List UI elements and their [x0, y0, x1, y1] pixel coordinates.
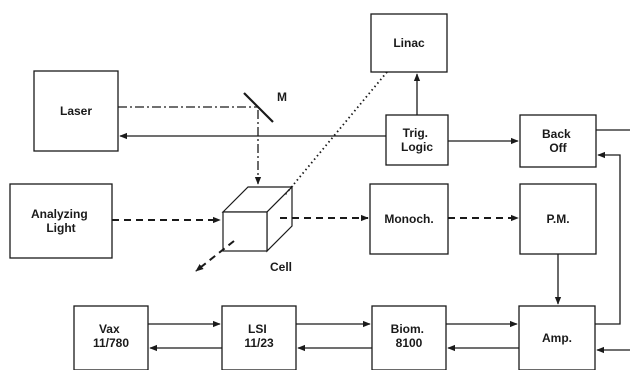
linac-label: Linac [393, 36, 425, 50]
monoch-label: Monoch. [384, 212, 433, 226]
vax-block [73, 305, 149, 370]
trig-logic-label: Trig. Logic [401, 126, 433, 154]
amp-to-backoff-feedback [595, 151, 621, 325]
biom-label: Biom. 8100 [391, 322, 428, 350]
lsi-block [221, 305, 297, 370]
cell-exit-beam [195, 240, 235, 272]
back-off-block [519, 114, 597, 168]
vax-label: Vax 11/780 [93, 322, 129, 350]
linac-block [370, 13, 448, 73]
monoch-block [369, 183, 449, 255]
mirror-symbol [243, 92, 274, 123]
back-off-label: Back Off [542, 127, 574, 155]
analyzing-light-label: Analyzing Light [31, 207, 91, 235]
linac-to-cell-beam [283, 71, 388, 197]
laser-block [33, 70, 119, 152]
laser-label: Laser [60, 104, 92, 118]
biom-block [371, 305, 447, 370]
lsi-label: LSI 11/23 [244, 322, 274, 350]
pm-label: P.M. [546, 212, 569, 226]
amp-block [518, 305, 596, 370]
cell-cube [221, 185, 294, 253]
amp-label: Amp. [542, 331, 572, 345]
cell-label: Cell [270, 260, 292, 274]
analyzing-light-block [9, 183, 113, 259]
mirror-label: M [277, 90, 287, 104]
pm-block [519, 183, 597, 255]
